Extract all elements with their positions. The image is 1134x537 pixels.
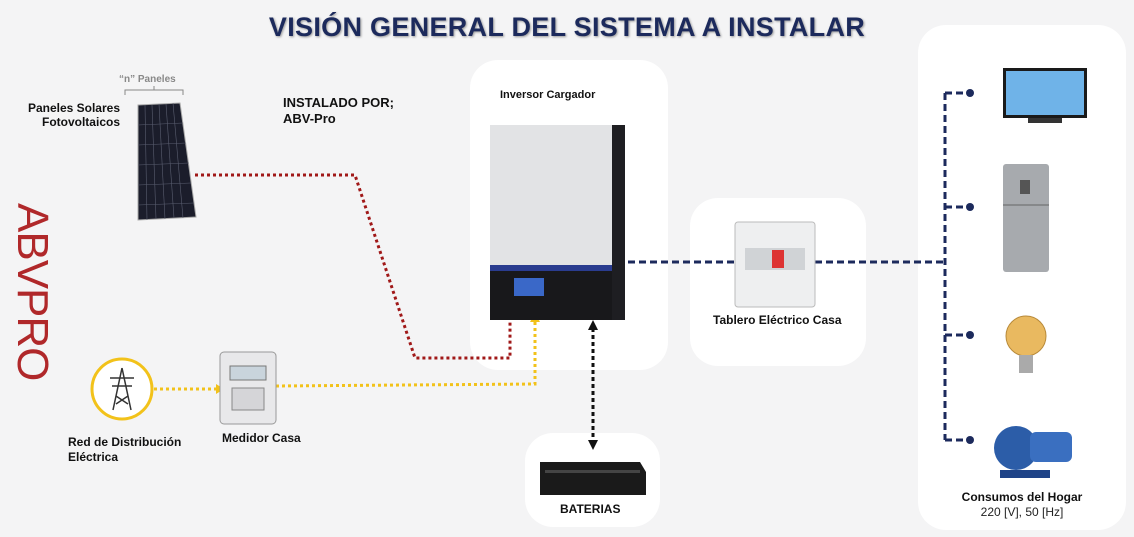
electrical-board-icon <box>734 221 816 308</box>
batteries-label: BATERIAS <box>560 502 621 516</box>
loads-spec: 220 [V], 50 [Hz] <box>980 505 1064 519</box>
grid-ac-line-2 <box>275 320 537 388</box>
panels-label-line1: Paneles Solares <box>27 101 120 115</box>
battery-arrowhead-up <box>588 320 598 330</box>
battery-icon <box>540 462 646 495</box>
battery-arrowhead-down <box>588 440 598 450</box>
panels-count-label: “n” Paneles <box>119 74 176 85</box>
meter-label: Medidor Casa <box>222 431 301 445</box>
electric-meter-icon <box>219 351 277 425</box>
abvpro-logo: ABVPRO <box>8 203 57 381</box>
grid-label-line2: Eléctrica <box>68 450 119 464</box>
grid-label-line1: Red de Distribución <box>68 435 182 449</box>
branch-dots <box>966 89 974 444</box>
solar-dc-line <box>195 173 512 360</box>
tv-icon <box>1003 68 1087 123</box>
inverter-label: Inversor Cargador <box>500 89 596 101</box>
panels-bracket <box>124 86 184 95</box>
light-bulb-icon <box>1005 315 1047 373</box>
installed-by: INSTALADO POR;ABV-Pro <box>283 95 394 127</box>
water-pump-icon <box>994 426 1072 478</box>
loads-label: Consumos del Hogar <box>961 490 1083 504</box>
installed-by-line1: INSTALADO POR; <box>283 95 394 110</box>
page-title: VISIÓN GENERAL DEL SISTEMA A INSTALAR <box>268 12 866 42</box>
power-tower-icon <box>90 357 154 421</box>
ac-output-lines <box>628 91 970 442</box>
panels-label-line2: Fotovoltaicos <box>41 115 120 129</box>
board-label: Tablero Eléctrico Casa <box>713 313 842 327</box>
inverter-charger-icon <box>490 125 625 320</box>
installed-by-line2: ABV-Pro <box>283 111 336 126</box>
solar-panel-icon <box>137 102 197 221</box>
refrigerator-icon <box>1003 164 1049 272</box>
